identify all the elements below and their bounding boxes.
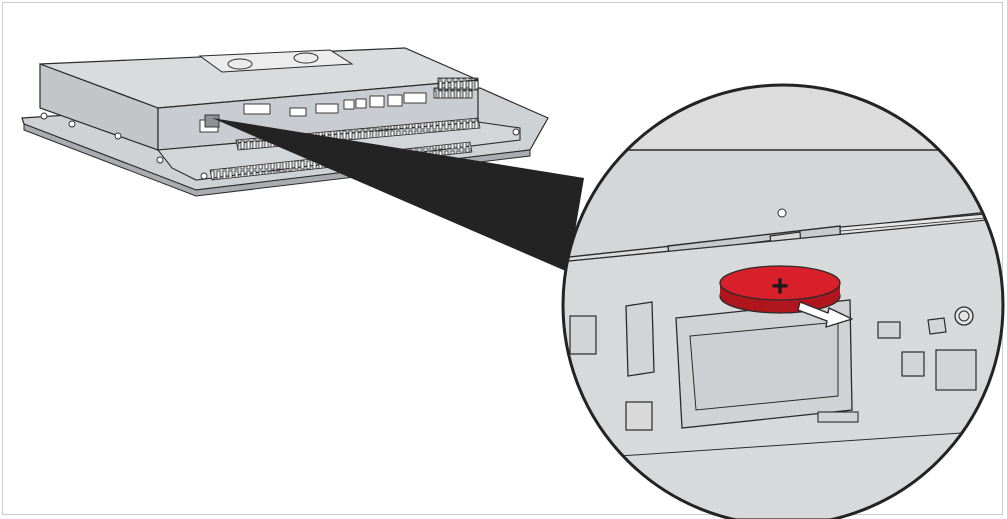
fan-icon: [293, 52, 319, 64]
battery-icon: +: [719, 265, 841, 314]
screw-icon: [68, 120, 76, 128]
bezel-screws: [40, 112, 520, 180]
removal-arrow-icon: [797, 301, 853, 328]
bezel-edge: [23, 123, 531, 197]
battery-compartment: [204, 114, 220, 128]
fan-icon: [227, 58, 253, 70]
vent-strip-side: [437, 77, 479, 91]
screw-icon: [954, 306, 974, 326]
connector-row: [199, 87, 473, 133]
callout-wedge: [212, 118, 584, 272]
screw-icon: [156, 156, 164, 164]
screw-icon: [200, 172, 208, 180]
screw-icon: [40, 112, 48, 120]
screw-icon: [512, 128, 520, 136]
screw-icon: [777, 208, 787, 218]
screw-icon: [114, 132, 122, 140]
magnified-detail: +: [561, 83, 1005, 519]
fan-cover: [198, 49, 354, 73]
battery-polarity-plus: +: [771, 270, 789, 303]
